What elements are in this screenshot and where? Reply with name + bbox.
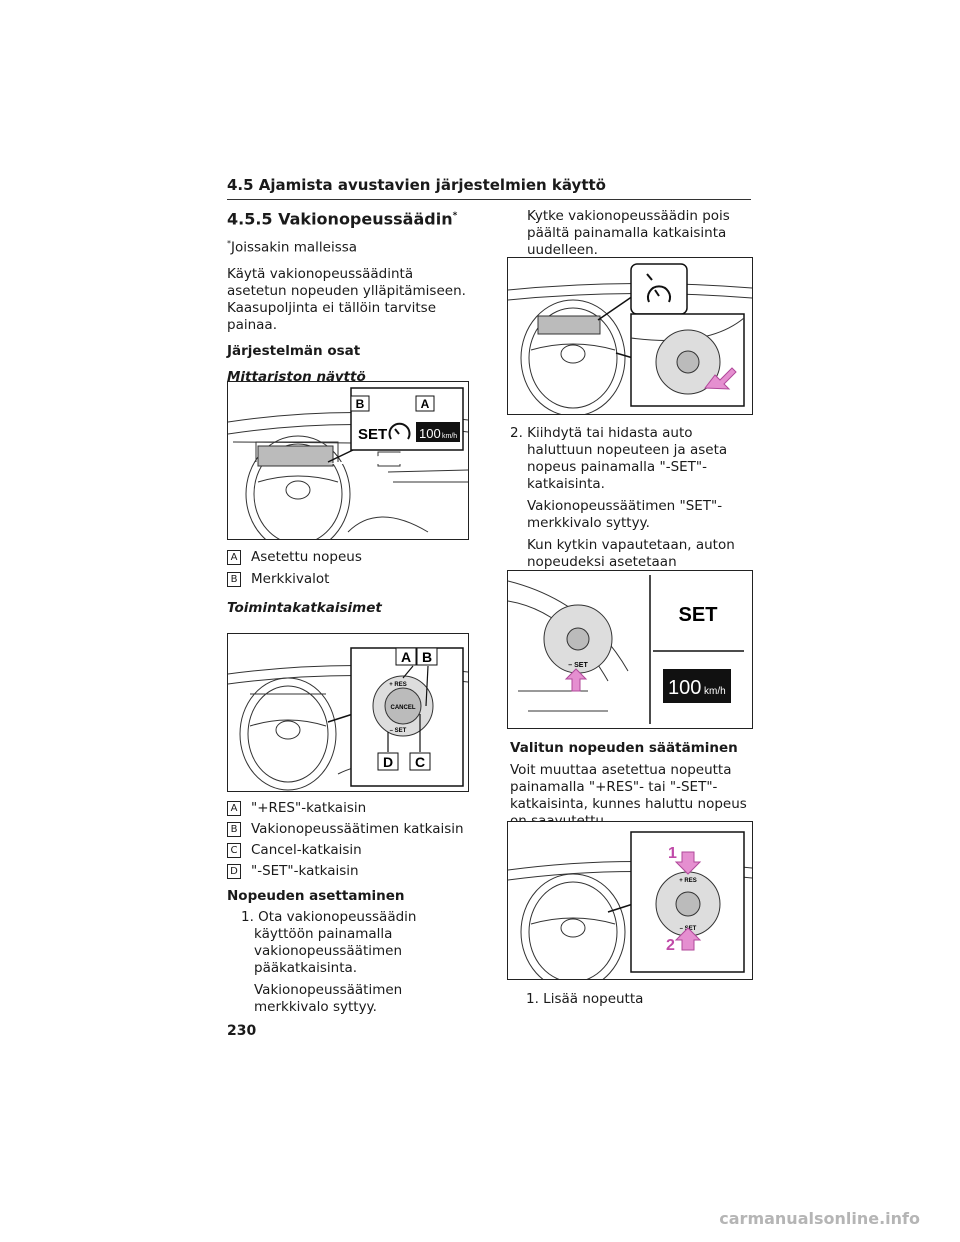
set-speed-display bbox=[416, 422, 460, 442]
left-column: 4.5.5 Vakionopeussäädin* *Joissakin mall… bbox=[227, 208, 472, 386]
dashboard-illustration: B A SET 100 km/h bbox=[228, 387, 468, 539]
adjust-illustration: + RES – SET 1 2 bbox=[508, 831, 752, 979]
section-title: 4.5.5 Vakionopeussäädin* bbox=[227, 209, 458, 229]
adjust-text: Voit muuttaa asetettua nopeutta painamal… bbox=[510, 762, 747, 829]
meter-heading: Mittariston näyttö bbox=[227, 368, 366, 385]
set-switch-figure: – SET SET 100 km/h bbox=[507, 570, 753, 729]
callout-A: A bbox=[401, 649, 411, 665]
step-2-note-1: Vakionopeussäätimen "SET"-merkkivalo syt… bbox=[527, 498, 723, 531]
off-instruction: Kytke vakionopeussäädin pois päältä pain… bbox=[527, 208, 730, 258]
steering-wheel-illustration: CANCEL + RES – SET A B D C bbox=[228, 647, 468, 791]
adjust-block: Valitun nopeuden säätäminen Voit muuttaa… bbox=[510, 740, 752, 830]
setting-heading: Nopeuden asettaminen bbox=[227, 888, 405, 904]
callout-B-text: B bbox=[356, 397, 365, 411]
page-number: 230 bbox=[227, 1023, 257, 1039]
meter-display-figure: B A SET 100 km/h bbox=[227, 381, 469, 540]
set-speed-value: 100 bbox=[668, 677, 701, 699]
set-indicator: SET bbox=[358, 426, 387, 443]
callout-B bbox=[350, 395, 370, 412]
res-label: + RES bbox=[679, 878, 697, 884]
set-switch-illustration: – SET SET 100 km/h bbox=[508, 575, 744, 724]
step-2-block: 2. Kiihdytä tai hidasta auto haluttuun n… bbox=[510, 425, 752, 588]
down-arrow-icon bbox=[674, 851, 702, 875]
components-heading: Järjestelmän osat bbox=[227, 342, 361, 359]
set-speed-display bbox=[663, 669, 731, 703]
callout-D: D bbox=[383, 754, 393, 770]
callout-B: B bbox=[422, 649, 432, 665]
watermark: carmanualsonline.info bbox=[719, 1209, 920, 1228]
legend-item: D"-SET"-katkaisin bbox=[227, 863, 472, 880]
set-speed-unit: km/h bbox=[704, 686, 726, 697]
cruise-control-icon bbox=[646, 273, 671, 303]
adjust-heading: Valitun nopeuden säätäminen bbox=[510, 740, 738, 756]
number-2: 2 bbox=[666, 937, 675, 954]
section-header: 4.5 Ajamista avustavien järjestelmien kä… bbox=[227, 176, 606, 194]
set-label: – SET bbox=[568, 662, 588, 669]
set-speed-value: 100 bbox=[419, 426, 441, 441]
set-label: – SET bbox=[390, 728, 407, 734]
press-arrow-icon bbox=[704, 367, 737, 390]
number-1: 1 bbox=[668, 845, 677, 862]
adjust-figure: + RES – SET 1 2 bbox=[507, 821, 753, 980]
callout-C: C bbox=[415, 754, 425, 770]
header-rule bbox=[227, 199, 751, 200]
set-indicator: SET bbox=[679, 604, 718, 626]
switches-heading: Toimintakatkaisimet bbox=[227, 600, 382, 616]
legend-item: A"+RES"-katkaisin bbox=[227, 800, 472, 817]
footnote: *Joissakin malleissa bbox=[227, 239, 358, 256]
callout-A bbox=[415, 395, 435, 412]
step-1: 1. Ota vakionopeussäädin käyttöön painam… bbox=[241, 909, 417, 976]
res-label: + RES bbox=[389, 682, 407, 688]
step-1-note: Vakionopeussäätimen merkkivalo syttyy. bbox=[254, 982, 403, 1015]
intro-text: Käytä vakionopeussäädintä asetetun nopeu… bbox=[227, 265, 466, 333]
cancel-label: CANCEL bbox=[391, 705, 416, 711]
speedometer-icon bbox=[388, 422, 411, 440]
adjust-step-1: 1. Lisää nopeutta bbox=[526, 991, 644, 1007]
main-switch-illustration bbox=[508, 263, 752, 414]
press-arrow-icon bbox=[564, 668, 588, 692]
callout-A-text: A bbox=[421, 397, 430, 411]
step-2: 2. Kiihdytä tai hidasta auto haluttuun n… bbox=[510, 425, 728, 492]
set-speed-unit: km/h bbox=[442, 433, 457, 440]
switches-figure: CANCEL + RES – SET A B D C bbox=[227, 633, 469, 792]
up-arrow-icon bbox=[674, 927, 702, 951]
main-switch-figure bbox=[507, 257, 753, 415]
